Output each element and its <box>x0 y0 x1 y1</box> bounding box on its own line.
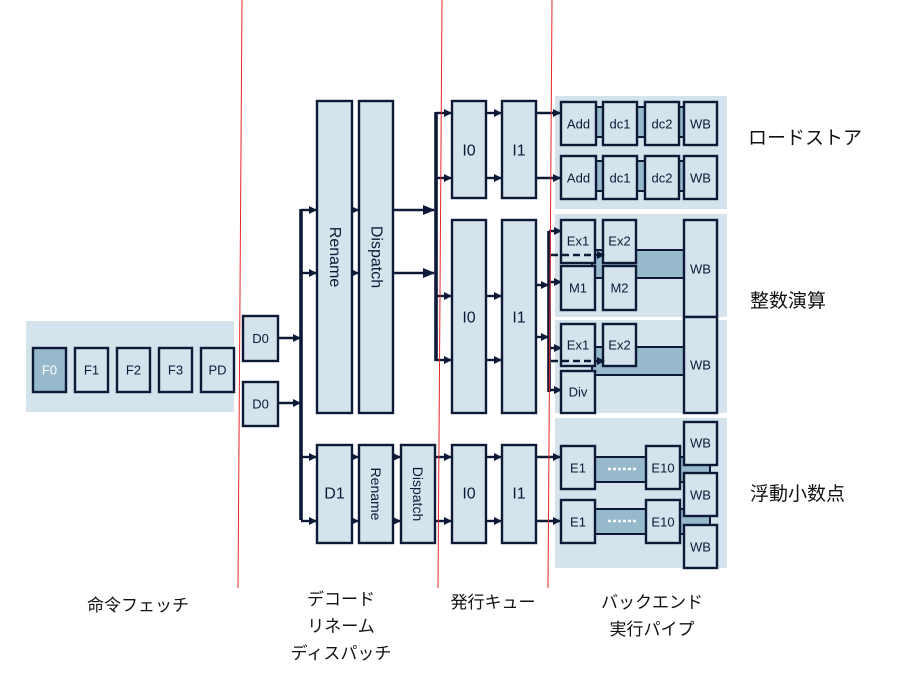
divider-fetch-decode <box>237 0 243 589</box>
int-pipe-2: Ex1 Ex2 Div <box>551 322 687 415</box>
label-fetch: 命令フェッチ <box>87 596 189 616</box>
label-decode-line-3: ディスパッチ <box>291 643 392 664</box>
i1-fp-label: I1 <box>512 486 525 503</box>
fp1-e1: E1 <box>570 461 586 476</box>
divider-issue-backend <box>547 0 553 589</box>
rename-unit-fp: Rename <box>357 443 395 545</box>
label-issue: 発行キュー <box>451 593 536 613</box>
label-decode-line-1: デコード <box>307 589 375 610</box>
decode-d0-bottom: D0 <box>241 380 280 428</box>
int2-div: Div <box>569 385 588 400</box>
int1-m2: M2 <box>610 281 628 296</box>
i0-fp-label: I0 <box>462 486 475 503</box>
i1-int-label: I1 <box>512 310 525 327</box>
fetch-pd-label: PD <box>208 363 226 378</box>
ls1-add: Add <box>567 117 590 132</box>
divider-decode-issue <box>437 0 443 589</box>
decode-d0-top: D0 <box>241 314 280 363</box>
int-pipe-1: Ex1 Ex2 M1 M2 <box>551 218 687 312</box>
ls2-add: Add <box>567 171 590 186</box>
d1-label: D1 <box>324 486 345 503</box>
int1-wb: WB <box>690 262 711 277</box>
label-backend-line-1: バックエンド <box>601 593 703 613</box>
rename-unit-main: Rename <box>315 99 354 415</box>
int1-ex2: Ex2 <box>608 234 630 249</box>
int-wb-2: WB <box>682 315 719 415</box>
dispatch-fp-label: Dispatch <box>410 467 426 521</box>
fp-wb-1: WB <box>682 420 719 467</box>
title-integer: 整数演算 <box>750 290 826 312</box>
fetch-stage-pd: PD <box>199 346 236 394</box>
fetch-stage-f0: F0 <box>31 346 68 394</box>
i1-ls-label: I1 <box>512 143 525 160</box>
ls1-dc2: dc2 <box>652 117 673 132</box>
fp-wb3-label: WB <box>690 540 711 555</box>
fp-wb2-label: WB <box>690 488 711 503</box>
fetch-f1-label: F1 <box>84 363 99 378</box>
ls2-dc1: dc1 <box>610 171 631 186</box>
int2-ex2: Ex2 <box>608 338 630 353</box>
decode-d1: D1 <box>315 443 354 545</box>
dispatch-unit-fp: Dispatch <box>399 443 437 545</box>
fetch-f2-label: F2 <box>126 363 141 378</box>
fetch-stage-f1: F1 <box>73 346 110 394</box>
ls1-wb: WB <box>690 117 711 132</box>
fp2-e10: E10 <box>651 515 674 530</box>
issue-i0-load-store: I0 <box>450 99 488 200</box>
ls2-wb: WB <box>690 171 711 186</box>
dispatch-unit-main: Dispatch <box>357 99 395 415</box>
title-floating-point: 浮動小数点 <box>750 483 845 505</box>
ls-pipe-1: Add dc1 dc2 WB <box>559 100 719 147</box>
fp2-e1: E1 <box>570 515 586 530</box>
issue-i1-fp: I1 <box>500 443 538 545</box>
int2-wb: WB <box>690 358 711 373</box>
title-load-store: ロードストア <box>748 127 862 149</box>
ls-pipe-2: Add dc1 dc2 WB <box>559 154 719 201</box>
fp-wb-2: WB <box>682 471 719 518</box>
fp-wb1-label: WB <box>690 436 711 451</box>
rename-main-label: Rename <box>326 227 343 288</box>
issue-i0-fp: I0 <box>450 443 488 545</box>
issue-i0-integer: I0 <box>450 218 488 415</box>
fetch-f3-label: F3 <box>168 363 183 378</box>
label-backend-line-2: 実行パイプ <box>610 620 695 640</box>
fetch-f0-label: F0 <box>42 363 57 378</box>
d0-bottom-label: D0 <box>252 397 269 412</box>
issue-i1-load-store: I1 <box>500 99 538 200</box>
d0-top-label: D0 <box>252 331 269 346</box>
i0-int-label: I0 <box>462 310 475 327</box>
rename-fp-label: Rename <box>368 468 384 521</box>
i0-ls-label: I0 <box>462 143 475 160</box>
issue-i1-integer: I1 <box>500 218 538 415</box>
fetch-stage-f3: F3 <box>157 346 194 394</box>
int1-m1: M1 <box>569 281 587 296</box>
ls2-dc2: dc2 <box>652 171 673 186</box>
label-decode-line-2: リネーム <box>307 617 375 637</box>
int-wb-1: WB <box>682 218 719 319</box>
ls1-dc1: dc1 <box>610 117 631 132</box>
int2-ex1: Ex1 <box>567 338 589 353</box>
int1-ex1: Ex1 <box>567 234 589 249</box>
fp1-e10: E10 <box>651 461 674 476</box>
fp-wb-3: WB <box>682 523 719 570</box>
fetch-stage-f2: F2 <box>115 346 152 394</box>
dispatch-main-label: Dispatch <box>368 226 385 288</box>
